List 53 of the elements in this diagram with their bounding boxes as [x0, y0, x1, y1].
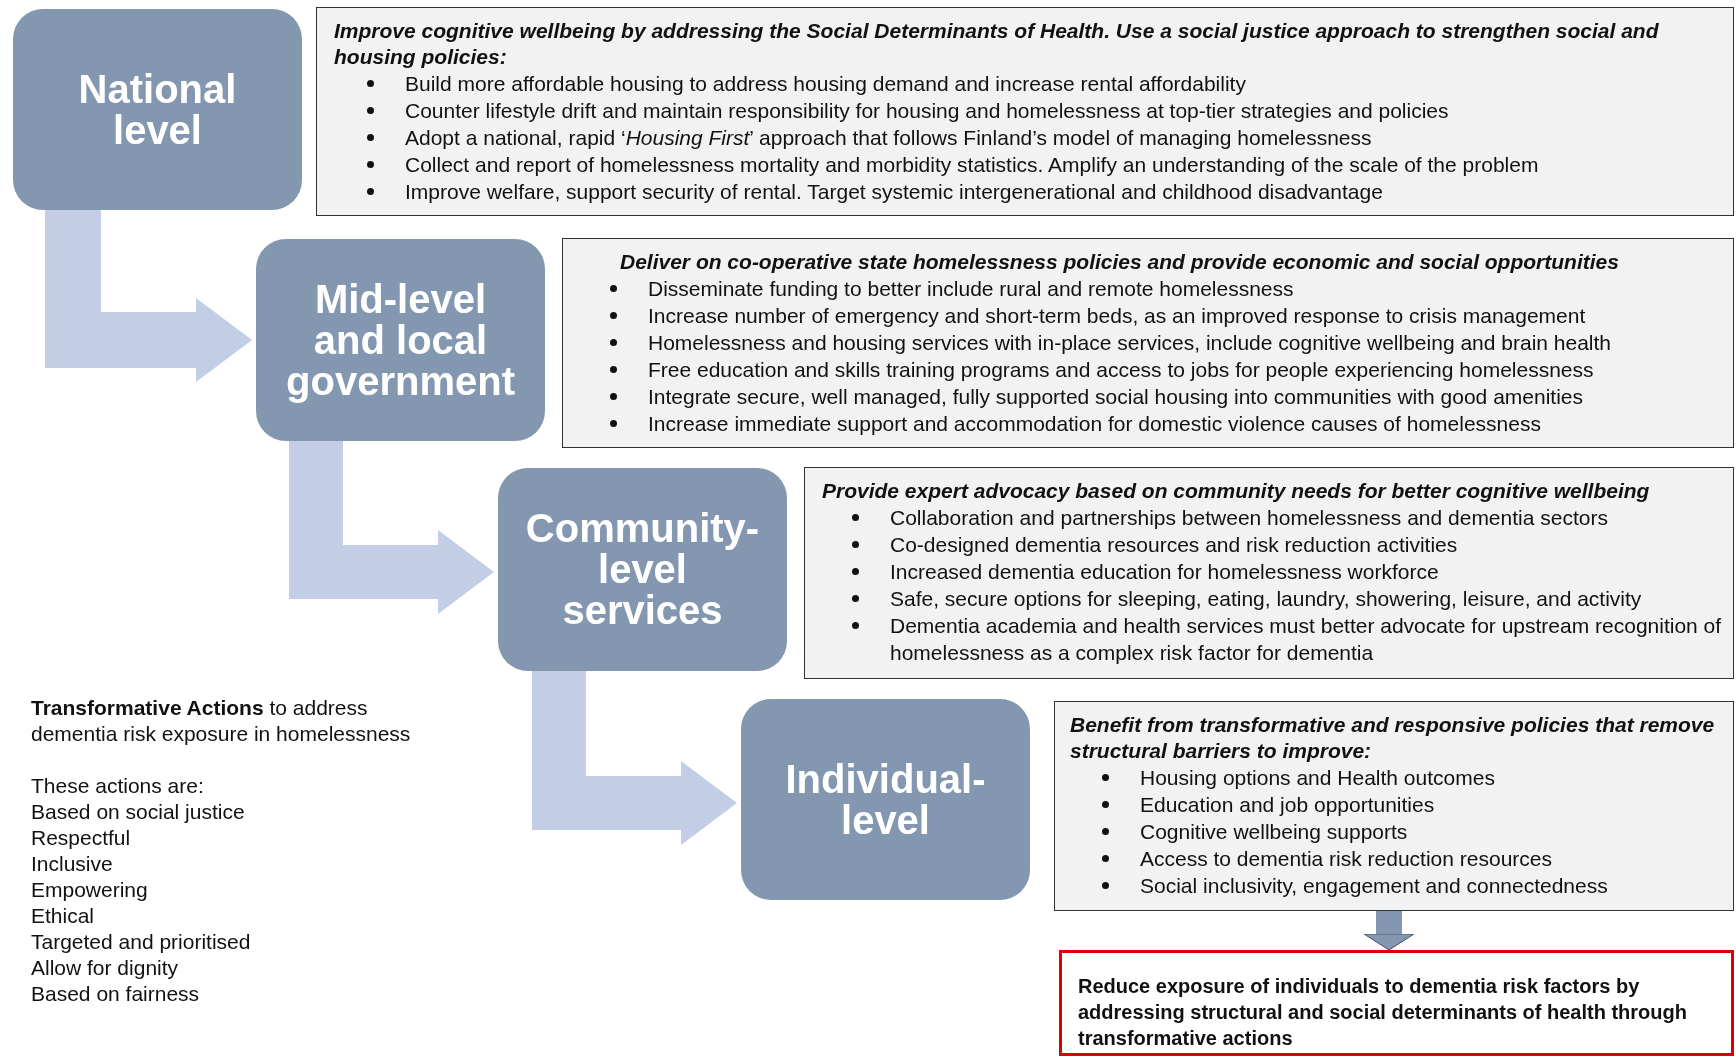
list-text: Based on social justice: [31, 799, 246, 825]
bullet-item: Integrate secure, well managed, fully supported social housing into communities with good amenities: [648, 384, 1584, 410]
list-text: Allow for dignity: [31, 955, 180, 981]
outcome-box: [1059, 950, 1734, 1056]
bullet-item: Increase number of emergency and short-term beds, as an improved response to crisis management: [648, 303, 1587, 329]
bullet-item: Safe, secure options for sleeping, eating, laundry, showering, leisure, and activity: [890, 586, 1643, 612]
bullet-item: Education and job opportunities: [1140, 792, 1436, 818]
bullet-item: Improve welfare, support security of rental. Target systemic intergenerational and childhood disadvantage: [405, 179, 1384, 205]
panel-heading: Provide expert advocacy based on community needs for better cognitive wellbeing: [821, 478, 1651, 504]
list-text: Ethical: [31, 903, 96, 929]
note-text: Transformative Actions to address dementia risk exposure in homelessness: [31, 695, 412, 747]
level-title: Mid-level and local government: [285, 278, 516, 402]
action-panel: [562, 238, 1734, 448]
level-title: National level: [77, 68, 238, 151]
bullet-item: Counter lifestyle drift and maintain responsibility for housing and homelessness at top-tier strategies and policies: [405, 98, 1450, 124]
list-text: Empowering: [31, 877, 149, 903]
level-box: [741, 699, 1030, 900]
outcome-text: Reduce exposure of individuals to dementia risk factors by addressing structural and social determinants of health through transformative actions: [1078, 974, 1688, 1051]
bullet-item: Cognitive wellbeing supports: [1140, 819, 1409, 845]
bullet-item: Collect and report of homelessness mortality and morbidity statistics. Amplify an understanding of the scale of the problem: [405, 152, 1540, 178]
bullet-item: Disseminate funding to better include rural and remote homelessness: [648, 276, 1295, 302]
arrow: [45, 210, 252, 382]
bullet-item: Access to dementia risk reduction resources: [1140, 846, 1553, 872]
level-title: Community-level services: [524, 508, 761, 631]
level-box: [13, 9, 302, 210]
list-text: These actions are:: [31, 773, 205, 799]
bullet-item: Dementia academia and health services must better advocate for upstream recognition of homelessness as a complex risk factor for dementia: [890, 613, 1723, 666]
bullet-item: Increase immediate support and accommodation for domestic violence causes of homelessness: [648, 411, 1542, 437]
level-title: Individual-level: [784, 758, 987, 841]
panel-heading: Benefit from transformative and responsive policies that remove structural barriers to improve:: [1069, 712, 1716, 764]
bullet-item: Collaboration and partnerships between homelessness and dementia sectors: [890, 505, 1609, 531]
action-panel: [804, 467, 1734, 679]
list-text: Targeted and prioritised: [31, 929, 252, 955]
arrow: [1363, 911, 1415, 951]
bullet-item: Free education and skills training programs and access to jobs for people experiencing homelessness: [648, 357, 1595, 383]
level-box: [256, 239, 545, 441]
bullet-item: Housing options and Health outcomes: [1140, 765, 1496, 791]
bullet-item: Build more affordable housing to address housing demand and increase rental affordability: [405, 71, 1247, 97]
action-panel: [316, 7, 1734, 216]
bullet-item: Social inclusivity, engagement and connectedness: [1140, 873, 1609, 899]
level-box: [498, 468, 787, 671]
bullet-item: Increased dementia education for homelessness workforce: [890, 559, 1440, 585]
bullet-item: Homelessness and housing services with in-place services, include cognitive wellbeing and brain health: [648, 330, 1613, 356]
bullet-item: Adopt a national, rapid ‘Housing First’ approach that follows Finland’s model of managing homelessness: [405, 125, 1373, 151]
list-text: Based on fairness: [31, 981, 201, 1007]
bullet-item: Co-designed dementia resources and risk reduction activities: [890, 532, 1459, 558]
arrow: [289, 441, 494, 614]
list-text: Respectful: [31, 825, 132, 851]
panel-heading: Deliver on co-operative state homelessness policies and provide economic and social opportunities: [619, 249, 1620, 275]
action-panel: [1054, 701, 1734, 911]
arrow: [532, 671, 737, 845]
list-text: Inclusive: [31, 851, 114, 877]
panel-heading: Improve cognitive wellbeing by addressing the Social Determinants of Health. Use a social justice approach to strengthen social and housing policies:: [333, 18, 1660, 70]
